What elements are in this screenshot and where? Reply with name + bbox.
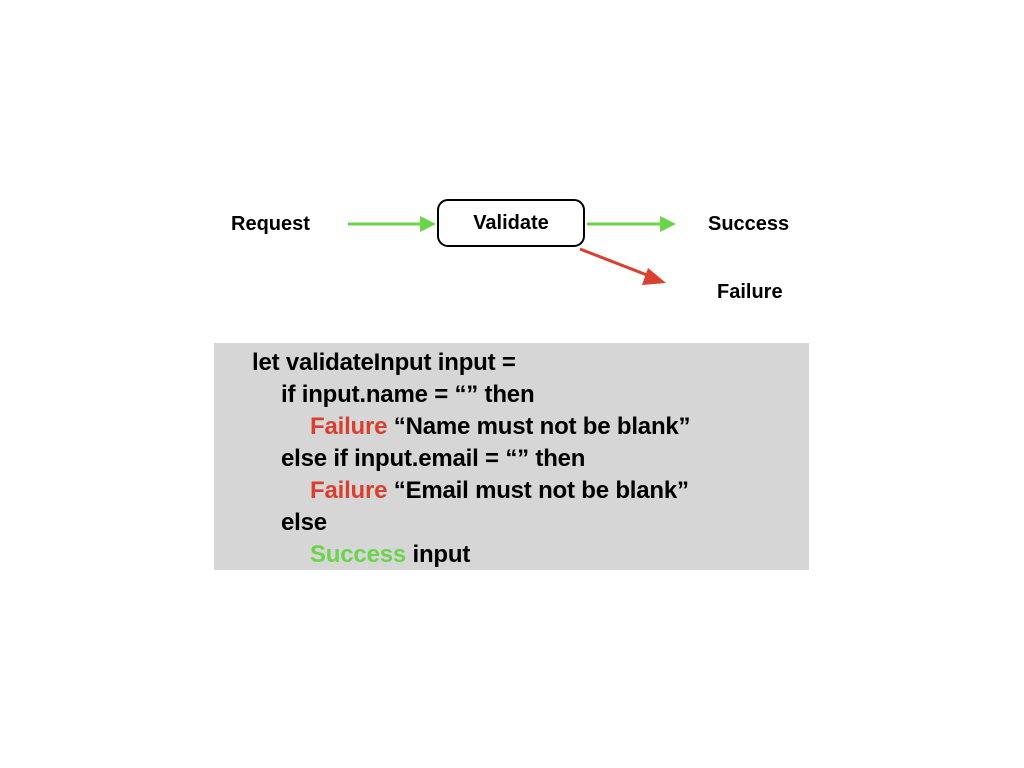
code-text: else: [281, 509, 327, 536]
validate-to-failure-arrow: [579, 247, 666, 285]
code-line-5: Failure “Email must not be blank”: [310, 479, 689, 503]
success-label: Success: [708, 213, 790, 235]
code-line-6: else: [281, 511, 327, 535]
validate-to-success-arrow: [587, 216, 676, 232]
code-line-4: else if input.email = “” then: [281, 447, 585, 471]
code-line-2: if input.name = “” then: [281, 381, 535, 408]
code-text: input: [406, 541, 471, 568]
validate-label: Validate: [473, 211, 549, 234]
failure-label: Failure: [717, 281, 783, 303]
failure-keyword: Failure: [310, 477, 388, 504]
code-line-1: let validateInput input =: [252, 351, 516, 375]
code-text: if input.name = “” then: [281, 381, 535, 408]
code-line-7: Success input: [310, 543, 470, 567]
code-text: else if input.email = “” then: [281, 445, 586, 472]
code-panel: let validateInput input = if input.name …: [214, 343, 809, 570]
request-to-validate-arrow: [348, 216, 436, 232]
code-text: “Email must not be blank”: [387, 477, 689, 504]
code-text: “Name must not be blank”: [387, 413, 691, 440]
validate-node: Validate: [437, 199, 585, 247]
code-line-3: Failure “Name must not be blank”: [310, 413, 691, 440]
request-label: Request: [231, 213, 310, 235]
code-text: let validateInput input =: [252, 349, 516, 376]
failure-keyword: Failure: [310, 413, 388, 440]
success-keyword: Success: [310, 541, 407, 568]
